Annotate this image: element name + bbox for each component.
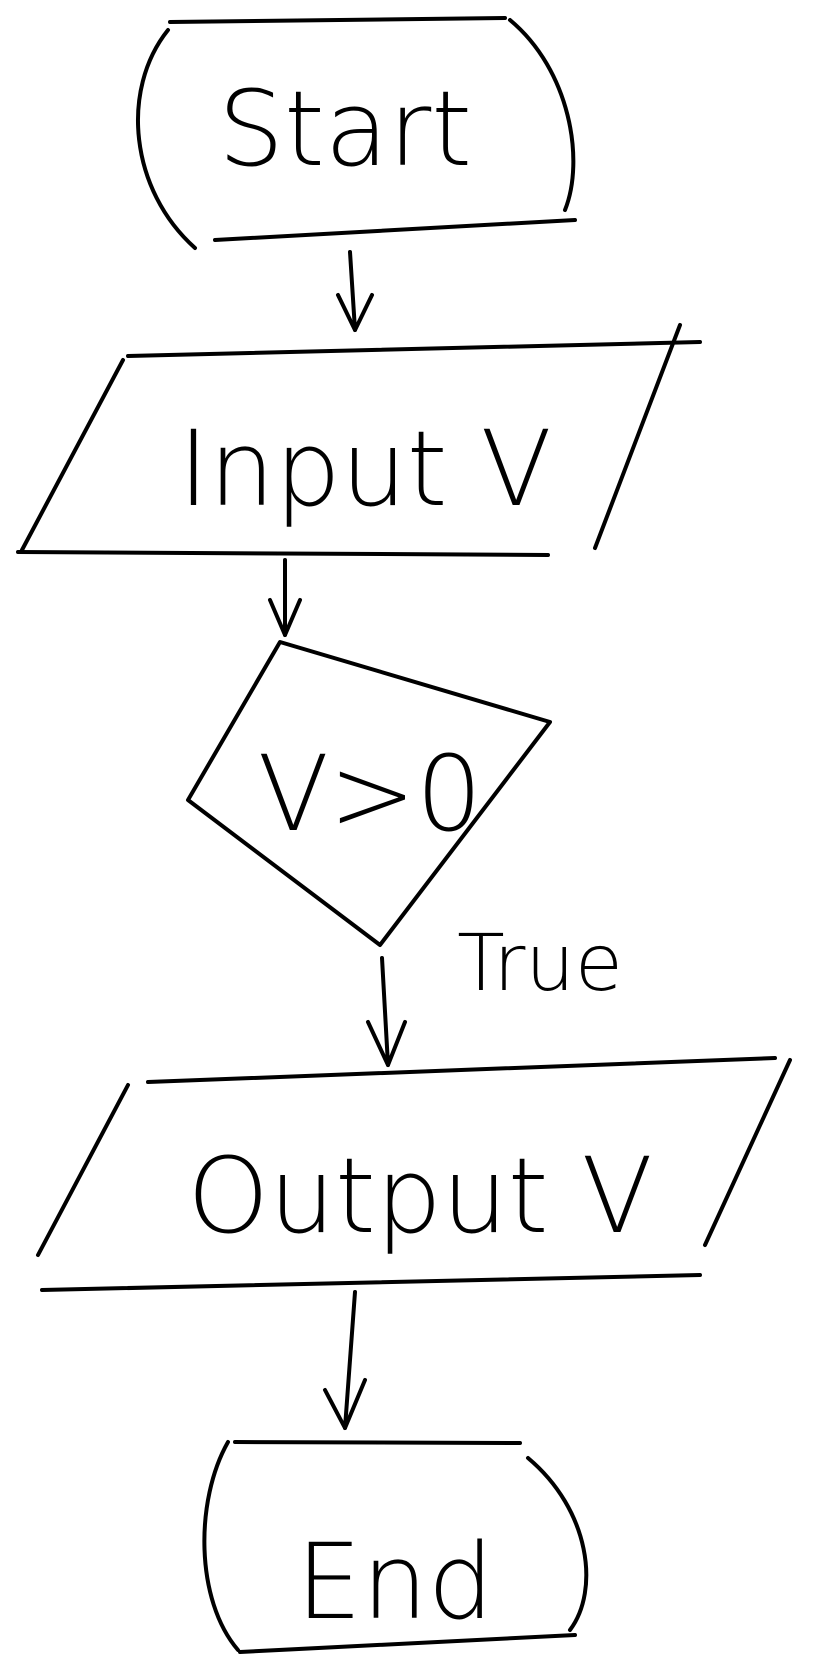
input-left-edge	[20, 358, 125, 552]
end-top-edge	[233, 1440, 522, 1445]
decision-node: V>0	[186, 640, 552, 947]
end-left-curve	[202, 1440, 240, 1652]
end-right-curve	[526, 1456, 589, 1632]
end-bottom-edge	[238, 1633, 577, 1654]
start-left-curve	[135, 28, 197, 250]
start-top-edge	[168, 16, 507, 24]
decision-label: V>0	[258, 733, 482, 855]
arrow-input-to-decision	[268, 558, 302, 637]
end-label: End	[296, 1521, 494, 1643]
arrow-shaft	[348, 250, 357, 332]
arrow-shaft	[380, 956, 390, 1067]
arrowhead-icon	[323, 1378, 367, 1430]
arrow-start-to-input	[336, 250, 374, 332]
output-bottom-edge	[40, 1273, 702, 1292]
output-right-edge	[703, 1058, 792, 1247]
start-label: Start	[218, 68, 472, 190]
arrowhead-icon	[336, 293, 374, 332]
input-label: Input V	[178, 408, 552, 530]
arrowhead-icon	[268, 598, 302, 637]
output-top-edge	[146, 1056, 777, 1084]
output-node: Output V	[36, 1056, 792, 1292]
start-node: Start	[135, 16, 577, 250]
output-left-edge	[36, 1083, 130, 1257]
input-node: Input V	[16, 323, 702, 557]
decision-diamond-shape	[186, 640, 552, 947]
arrow-shaft	[343, 1290, 357, 1430]
input-top-edge	[126, 340, 702, 358]
input-right-edge	[593, 323, 682, 550]
edge-label-true: True	[457, 919, 623, 1009]
output-label: Output V	[187, 1135, 652, 1257]
arrow-decision-to-output: True	[366, 919, 623, 1067]
end-node: End	[202, 1440, 589, 1654]
arrowhead-icon	[366, 1020, 407, 1067]
input-bottom-edge	[16, 550, 550, 557]
start-bottom-edge	[213, 218, 577, 242]
start-right-curve	[508, 18, 576, 212]
arrow-output-to-end	[323, 1290, 367, 1430]
